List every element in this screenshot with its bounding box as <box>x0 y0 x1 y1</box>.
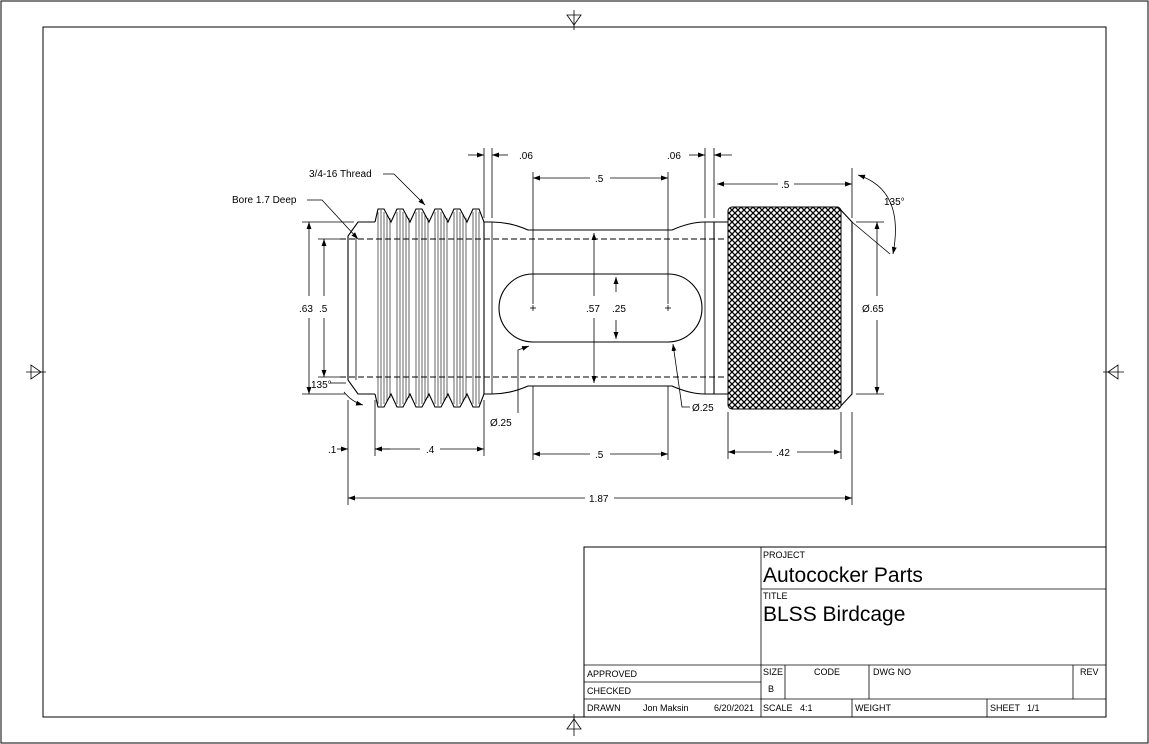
title-label: TITLE <box>763 591 788 601</box>
bore-note: Bore 1.7 Deep <box>232 195 297 206</box>
drawn-by: Jon Maksin <box>643 703 689 713</box>
dim-dia-25-right: Ø.25 <box>692 403 714 414</box>
knurl <box>727 206 842 410</box>
dim-135-left: 135° <box>311 380 332 391</box>
sheet-value: 1/1 <box>1027 703 1040 713</box>
thread-note: 3/4-16 Thread <box>309 169 372 180</box>
dim-135-top: 135° <box>884 197 905 208</box>
slot <box>498 273 703 343</box>
project-name: Autococker Parts <box>763 564 923 587</box>
drawn-date: 6/20/2021 <box>714 703 754 713</box>
dim-1: .1 <box>328 445 337 456</box>
title-block: PROJECT Autococker Parts TITLE BLSS Bird… <box>583 546 1107 718</box>
dim-5-bottom: .5 <box>595 450 604 461</box>
dimensions: .06 .06 .5 .5 135° 3/4-16 Thread Bore 1.… <box>232 148 905 505</box>
dim-5-bore: .5 <box>319 304 328 315</box>
slot-centers <box>530 305 671 311</box>
drawing-title: BLSS Birdcage <box>763 603 905 626</box>
drawing-frame <box>42 26 1107 718</box>
middle-body <box>484 221 714 231</box>
size-value: B <box>768 684 774 694</box>
sheet-label: SHEET <box>990 703 1021 713</box>
dim-5-knurl-top: .5 <box>781 180 790 191</box>
scale-label: SCALE <box>763 703 793 713</box>
part-view <box>340 206 853 410</box>
dim-5-slot-top: .5 <box>595 174 604 185</box>
bore-end <box>347 221 375 395</box>
centering-marks <box>26 10 1124 736</box>
dim-06-left: .06 <box>519 151 533 162</box>
project-label: PROJECT <box>763 550 806 560</box>
dim-25-slot: .25 <box>612 304 626 315</box>
dim-06-right: .06 <box>667 151 681 162</box>
thread-section <box>374 208 485 408</box>
dim-187: 1.87 <box>589 494 609 505</box>
weight-label: WEIGHT <box>855 703 891 713</box>
drawn-label: DRAWN <box>587 703 621 713</box>
rev-label: REV <box>1080 667 1099 677</box>
dim-4: .4 <box>426 445 435 456</box>
dwg-no-label: DWG NO <box>873 667 911 677</box>
size-label: SIZE <box>763 667 783 677</box>
dim-dia-65: Ø.65 <box>862 304 884 315</box>
dim-42: .42 <box>776 448 790 459</box>
dim-57: .57 <box>586 304 600 315</box>
approved-label: APPROVED <box>587 669 638 679</box>
scale-value: 4:1 <box>800 703 813 713</box>
dim-63: .63 <box>299 304 313 315</box>
dim-dia-25-left: Ø.25 <box>490 418 512 429</box>
code-label: CODE <box>814 667 840 677</box>
checked-label: CHECKED <box>587 686 632 696</box>
